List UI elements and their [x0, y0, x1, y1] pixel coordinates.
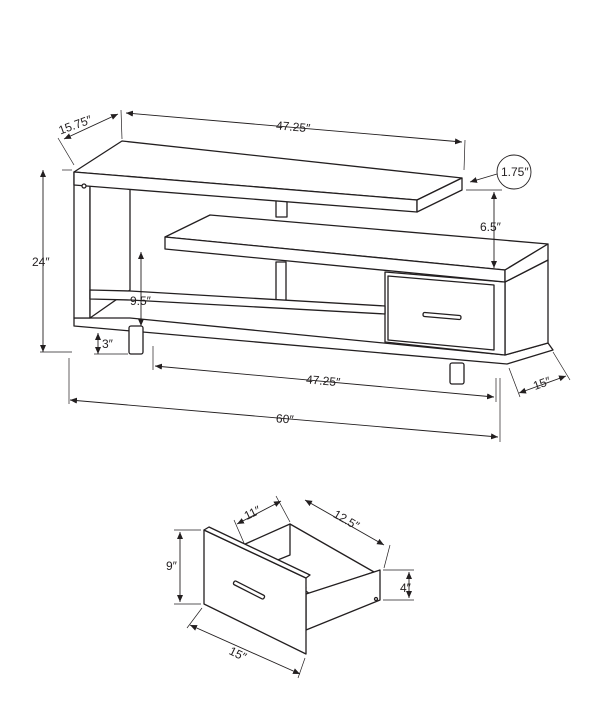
dim-drawer-side-height: 4″	[400, 581, 412, 595]
drawer-pull-handle	[232, 580, 266, 600]
dim-overall-width: 60″	[275, 411, 294, 427]
top-shelf-side	[416, 177, 463, 213]
stand-dimensions: 15.75″ 47.25″ 1.75″ 24″ 6.5″ 9.5″ 3″ 47.…	[32, 109, 571, 442]
dim-drawer-front-height: 9″	[166, 559, 178, 573]
lower-shelf	[89, 289, 386, 315]
drawer-drawing	[203, 523, 381, 655]
dim-height: 24″	[32, 255, 50, 269]
dim-base-width: 47.25″	[305, 372, 341, 389]
drawer-front-edge	[203, 526, 311, 579]
drawer-screw	[373, 596, 379, 602]
thickness-callout-circle	[496, 154, 532, 190]
tv-stand-drawing	[73, 140, 554, 385]
dim-shelf-gap: 6.5″	[480, 220, 502, 234]
drawer-right-side	[305, 569, 381, 631]
front-left-leg	[128, 325, 144, 355]
front-right-leg	[449, 362, 465, 385]
dim-lower-gap: 9.5″	[130, 294, 152, 308]
dim-top-width: 47.25″	[275, 118, 311, 135]
drawer-handle	[422, 311, 462, 321]
dim-drawer-inner-width: 12.5″	[331, 507, 363, 533]
middle-shelf-side	[504, 243, 549, 283]
center-support-lower	[275, 261, 287, 305]
dim-leg-height: 3″	[102, 337, 114, 351]
cam-lock	[81, 183, 87, 189]
left-side-panel	[73, 169, 91, 319]
drawer-front	[387, 275, 495, 351]
dim-base-depth: 15″	[531, 374, 553, 393]
dim-drawer-front-width: 15″	[227, 644, 250, 665]
dim-drawer-inner-depth: 11″	[242, 503, 264, 523]
base-board	[73, 317, 554, 365]
dim-thickness: 1.75″	[501, 165, 529, 179]
